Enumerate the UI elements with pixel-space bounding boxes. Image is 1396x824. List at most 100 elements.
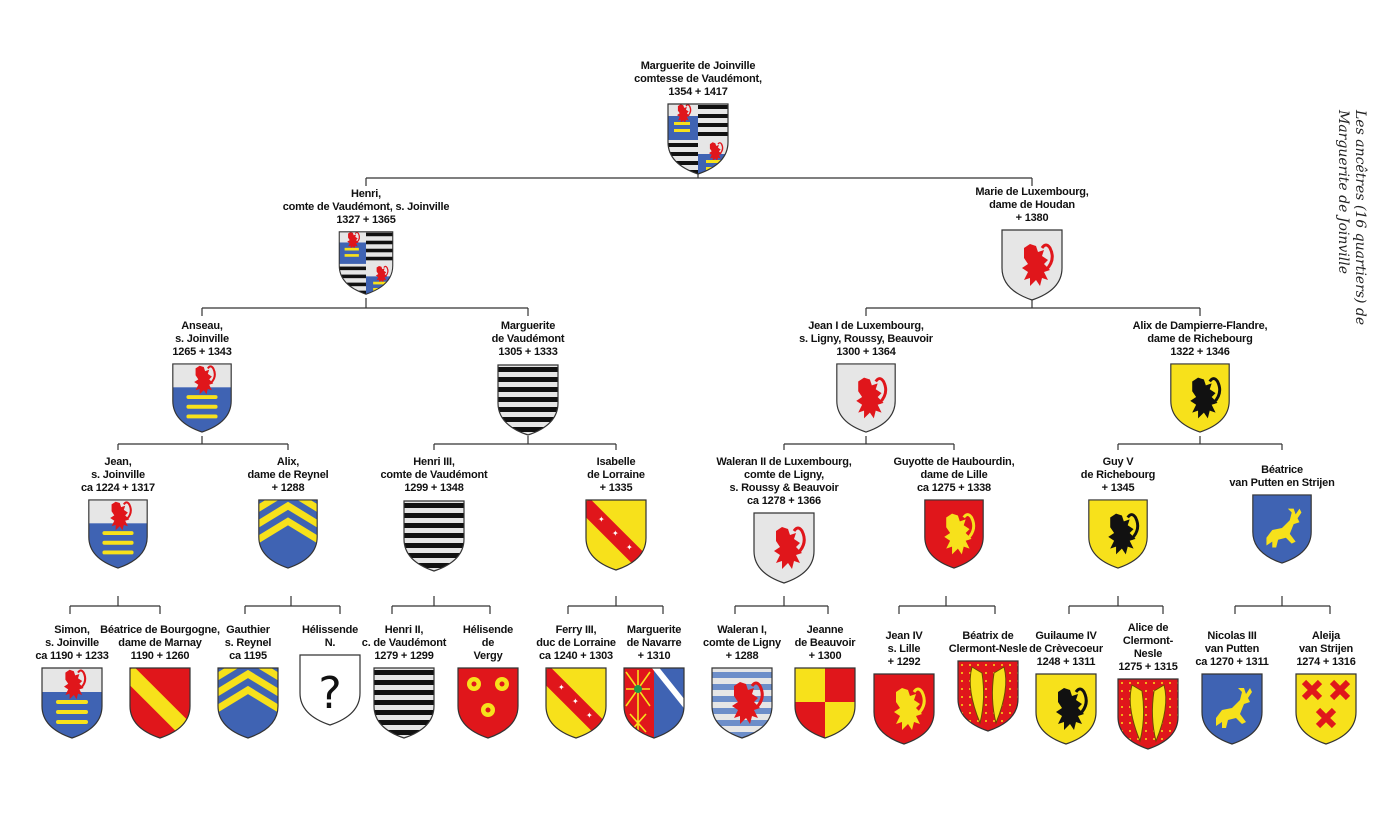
person-label-line: ca 1190 + 1233 [35, 650, 109, 662]
person-label-line: Jean I de Luxembourg, [808, 320, 924, 332]
coat-of-arms-flandre [1088, 499, 1148, 569]
coat-of-arms-luxembourg-ligny [836, 363, 896, 433]
coat-of-arms-joinville [172, 363, 232, 433]
person-label-line: + 1380 [1015, 212, 1049, 224]
person-label-line: s. Joinville [91, 469, 145, 481]
person-label-line: Gauthier [226, 624, 270, 636]
person-label-line: Ferry III, [555, 624, 597, 636]
coat-of-arms-unknown: ? [299, 654, 361, 726]
coat-of-arms-luxembourg-ligny [1001, 229, 1063, 301]
person-label-line: Jeanne [806, 624, 844, 636]
person-label-line: 1190 + 1260 [130, 650, 190, 662]
person-label-line: + 1345 [1101, 482, 1135, 494]
person-label-line: s. Ligny, Roussy, Beauvoir [799, 333, 933, 345]
svg-text:✦: ✦ [612, 529, 619, 538]
person-label-line: de Beauvoir [794, 637, 856, 649]
person-label-line: ca 1240 + 1303 [539, 650, 613, 662]
person-label-line: 1279 + 1299 [374, 650, 434, 662]
person-label-line: de Lorraine [587, 469, 645, 481]
person-label-line: de Richebourg [1080, 469, 1156, 481]
person-label: Jean I de Luxembourg,s. Ligny, Roussy, B… [776, 320, 956, 359]
person-label-line: Marguerite [500, 320, 556, 332]
svg-text:✦: ✦ [586, 711, 593, 720]
coat-of-arms-van-putten [1201, 673, 1263, 745]
person-label-line: 1300 + 1364 [836, 346, 896, 358]
svg-text:?: ? [318, 668, 341, 719]
coat-of-arms-van-putten [1252, 494, 1312, 564]
person-label: Waleran I,comte de Ligny+ 1288 [652, 624, 832, 663]
person-label-line: Guy V [1102, 456, 1134, 468]
person-label-line: s. Lille [887, 643, 921, 655]
person-label-line: comte de Ligny [703, 637, 781, 649]
person-label-line: ca 1278 + 1366 [747, 495, 821, 507]
person-label-line: Jean IV [885, 630, 923, 642]
person-label-line: Isabelle [596, 456, 636, 468]
person-label-line: Henri, [351, 188, 381, 200]
person-label-line: de [481, 637, 495, 649]
coat-of-arms-vergy [457, 667, 519, 739]
person-label-line: 1275 + 1315 [1118, 661, 1178, 673]
coat-of-arms-lille [873, 673, 935, 745]
person-alix-reynel: Alix,dame de Reynel+ 1288 [198, 456, 378, 570]
person-label: Alix de Dampierre-Flandre,dame de Richeb… [1110, 320, 1290, 359]
chart-title-line-2: Marguerite de Joinville [1335, 110, 1351, 275]
coat-of-arms-lorraine: ✦ ✦ ✦ [545, 667, 607, 739]
person-label-line: Henri II, [384, 624, 424, 636]
person-label-line: s. Joinville [45, 637, 99, 649]
coat-of-arms-van-strijen [1295, 673, 1357, 745]
person-label-line: ca 1275 + 1338 [917, 482, 991, 494]
svg-text:✦: ✦ [626, 543, 633, 552]
person-label-line: 1265 + 1343 [172, 346, 232, 358]
person-label-line: + 1292 [887, 656, 921, 668]
person-label-line: + 1335 [599, 482, 633, 494]
person-label-line: 1354 + 1417 [668, 86, 728, 98]
person-label-line: ca 1224 + 1317 [81, 482, 155, 494]
person-label-line: 1322 + 1346 [1170, 346, 1230, 358]
person-label-line: Guyotte de Haubourdin, [893, 456, 1015, 468]
person-label-line: Marguerite [626, 624, 682, 636]
person-label: Alix,dame de Reynel+ 1288 [198, 456, 378, 495]
person-label-line: 1274 + 1316 [1296, 656, 1356, 668]
coat-of-arms-vaudemont [403, 500, 465, 572]
chart-title: Les ancêtres (16 quartiers) de Marguerit… [1288, 110, 1368, 340]
person-label-line: Béatrix de [962, 630, 1014, 642]
person-label-line: c. de Vaudémont [361, 637, 447, 649]
person-label-line: Béatrice [1261, 464, 1303, 476]
person-label-line: s. Roussy & Beauvoir [729, 482, 839, 494]
person-label-line: comte de Vaudémont [380, 469, 488, 481]
coat-of-arms-beauvoir [794, 667, 856, 739]
person-label-line: Hélissende [301, 624, 359, 636]
person-label-line: van Strijen [1298, 643, 1354, 655]
person-label-line: Clermont- [1122, 635, 1174, 647]
person-label-line: s. Joinville [175, 333, 229, 345]
person-label-line: Guilaume IV [1035, 630, 1097, 642]
coat-of-arms-vaudemont [373, 667, 435, 739]
coat-of-arms-reynel [217, 667, 279, 739]
person-label-line: dame de Richebourg [1147, 333, 1253, 345]
